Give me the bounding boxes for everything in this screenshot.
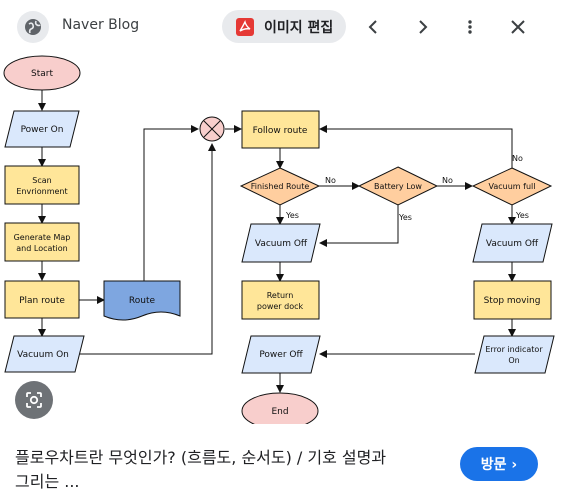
top-bar: Naver Blog 이미지 편집: [0, 0, 562, 54]
start-label: Start: [31, 69, 53, 79]
power-on-label: Power On: [21, 125, 64, 135]
generate-map-process: [4, 222, 80, 262]
no-label-battery: No: [442, 176, 453, 185]
route-label: Route: [129, 296, 156, 306]
caption-line-2: 그리는 ...: [15, 472, 80, 491]
stop-moving-process: [473, 280, 552, 320]
power-off-io: [241, 335, 321, 374]
route-document: [103, 280, 181, 321]
vacuum-off-left-io: [241, 223, 321, 263]
yes-label-finished: Yes: [285, 211, 299, 220]
vacuum-full-label: Vacuum full: [489, 182, 536, 191]
plan-route-label: Plan route: [19, 296, 65, 306]
stop-moving-label: Stop moving: [484, 296, 541, 306]
scan-process: [4, 165, 80, 205]
vacuum-full-decision: [471, 167, 553, 206]
error-label-1: Error indicator: [485, 345, 543, 354]
preview-image[interactable]: Start Power On Scan Envrionment Generate…: [0, 54, 562, 430]
previous-button[interactable]: [358, 11, 390, 43]
visit-button[interactable]: 방문 ›: [460, 447, 538, 481]
close-icon: [511, 20, 525, 34]
close-button[interactable]: [502, 11, 534, 43]
battery-low-label: Battery Low: [374, 182, 422, 191]
no-label-vacuum-full: No: [512, 154, 523, 163]
edit-image-label: 이미지 편집: [264, 19, 334, 36]
chevron-left-icon: [368, 20, 377, 34]
chevron-right-icon: [419, 20, 428, 34]
more-vert-icon: [468, 20, 472, 34]
junction-symbol: [199, 116, 225, 142]
start-terminator: [3, 55, 81, 91]
no-label-finished: No: [325, 176, 336, 185]
site-name[interactable]: Naver Blog: [62, 17, 140, 33]
error-label-2: On: [508, 356, 519, 365]
scan-label-1: Scan: [32, 176, 51, 185]
finished-route-decision: [239, 167, 321, 206]
power-off-label: Power Off: [259, 350, 303, 360]
vacuum-on-label: Vacuum On: [17, 350, 69, 360]
more-options-button[interactable]: [454, 11, 486, 43]
image-caption[interactable]: 플로우차트란 무엇인가? (흐름도, 순서도) / 기호 설명과 그리는 ...: [15, 446, 435, 494]
follow-route-label: Follow route: [253, 126, 308, 136]
flowchart-diagram: Start Power On Scan Envrionment Generate…: [3, 55, 555, 430]
yes-label-vacuum-full: Yes: [515, 211, 529, 220]
plan-route-process: [4, 280, 80, 319]
lens-search-button[interactable]: [15, 381, 53, 419]
yes-label-battery: Yes: [398, 213, 412, 222]
globe-icon: [17, 11, 49, 43]
next-button[interactable]: [406, 11, 438, 43]
vacuum-on-io: [4, 335, 85, 373]
return-dock-process: [241, 280, 320, 320]
return-label-1: Return: [267, 291, 294, 300]
vacuum-off-left-label: Vacuum Off: [255, 239, 308, 249]
power-on-io: [4, 110, 80, 148]
battery-low-decision: [357, 166, 439, 206]
generate-label-2: and Location: [16, 244, 67, 253]
scan-label-2: Envrionment: [16, 187, 67, 196]
caption-line-1: 플로우차트란 무엇인가? (흐름도, 순서도) / 기호 설명과: [15, 448, 387, 467]
end-label: End: [271, 407, 288, 417]
lens-icon: [26, 392, 42, 408]
follow-route-process: [241, 110, 320, 149]
finished-route-label: Finished Route: [251, 182, 310, 191]
vacuum-off-right-label: Vacuum Off: [486, 239, 539, 249]
vacuum-off-right-io: [472, 223, 553, 263]
edit-image-button[interactable]: 이미지 편집: [222, 10, 346, 43]
error-indicator-io: [474, 335, 555, 374]
return-label-2: power dock: [257, 302, 304, 311]
generate-label-1: Generate Map: [14, 233, 71, 242]
pdf-icon: [234, 16, 256, 38]
